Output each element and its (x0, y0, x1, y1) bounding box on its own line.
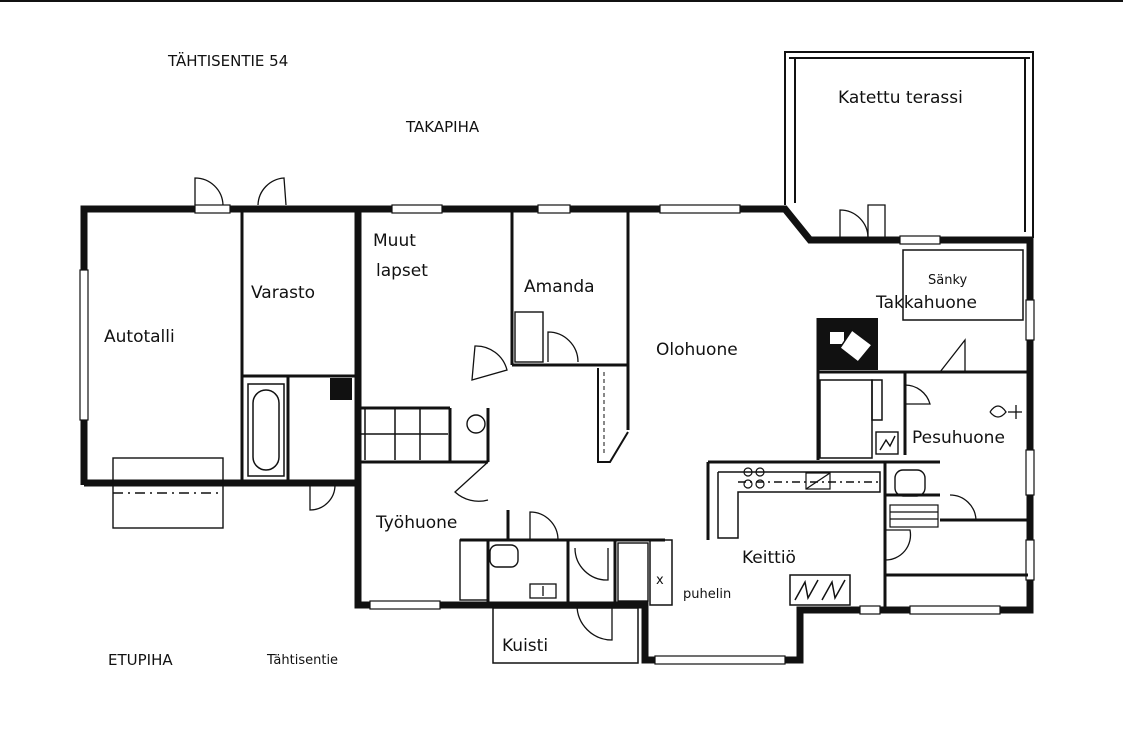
shower-icon (466, 414, 486, 434)
windows (79, 204, 1035, 665)
interior-walls (240, 212, 1028, 608)
room-kitchen: Keittiö (742, 548, 796, 568)
chimney-block (330, 378, 352, 400)
tap-icon (989, 405, 1022, 419)
kitchen-counter (717, 471, 881, 539)
address-label: TÄHTISENTIE 54 (167, 51, 288, 70)
room-storage: Varasto (251, 283, 315, 303)
sauna-benches (819, 379, 883, 459)
bed-outline (902, 249, 1024, 321)
stairs (358, 408, 448, 460)
street-label: Tähtisentie (266, 653, 338, 668)
room-study: Työhuone (375, 513, 457, 533)
stove-icon (743, 467, 765, 489)
room-living: Olohuone (656, 340, 738, 360)
phone-label: puhelin (683, 587, 731, 602)
fireplace-icon (818, 318, 878, 370)
backyard-label: TAKAPIHA (405, 118, 480, 136)
phone-mark: x (656, 573, 664, 588)
wardrobe (514, 311, 544, 363)
room-fireplace: Takkahuone (875, 293, 977, 313)
toilet-icon (489, 469, 926, 568)
garage-door-outline (112, 457, 224, 529)
room-garage: Autotalli (104, 327, 175, 347)
radiator-icon (789, 574, 851, 606)
pillar (597, 368, 629, 463)
room-other-kids-line1: Muut (373, 231, 416, 251)
bathtub-icon (247, 383, 285, 477)
room-porch: Kuisti (502, 636, 548, 656)
steps (889, 504, 939, 528)
porch-outline (492, 607, 639, 664)
doors (194, 177, 977, 641)
room-covered-terrace: Katettu terassi (838, 88, 963, 108)
terrace-outline (784, 51, 1034, 238)
sauna-heater-icon (875, 431, 899, 455)
basin-icon (529, 583, 557, 599)
phone-niche (649, 539, 673, 606)
coat-rack (459, 539, 649, 602)
bed-label: Sänky (928, 273, 968, 288)
room-other-kids-line2: lapset (376, 261, 428, 281)
frontyard-label: ETUPIHA (108, 651, 173, 669)
room-amanda: Amanda (524, 277, 595, 297)
sink-icon (805, 472, 831, 490)
room-washroom: Pesuhuone (912, 428, 1005, 448)
